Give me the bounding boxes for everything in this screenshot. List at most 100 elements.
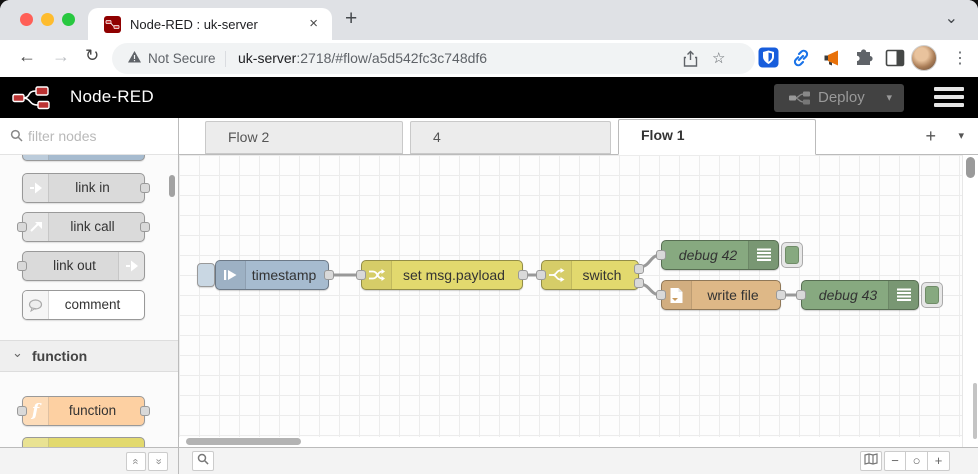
debug-toggle-button[interactable] — [921, 282, 943, 308]
palette-node-link-in[interactable]: link in — [22, 173, 150, 203]
palette-category-function[interactable]: ⌄ function — [0, 340, 178, 372]
flow-tab-4[interactable]: 4 — [410, 121, 611, 154]
profile-avatar[interactable] — [911, 45, 937, 71]
mac-fullscreen-button[interactable] — [62, 13, 75, 26]
browser-menu-icon[interactable]: ⋮ — [952, 50, 968, 67]
inject-button[interactable] — [197, 263, 215, 287]
node-port[interactable] — [356, 270, 366, 280]
flow-tab-label: 4 — [433, 129, 441, 145]
page-scrollbar-thumb[interactable] — [973, 383, 977, 439]
mac-close-button[interactable] — [20, 13, 33, 26]
canvas-vscrollbar[interactable] — [962, 155, 978, 447]
palette-category-label: function — [32, 348, 88, 364]
inject-arrow-icon — [216, 261, 246, 289]
debug-toggle-button[interactable] — [781, 242, 803, 268]
node-port[interactable] — [17, 261, 27, 271]
close-tab-icon[interactable]: × — [309, 15, 318, 32]
palette-node-clipped-top[interactable] — [22, 155, 145, 161]
canvas-hscrollbar[interactable] — [179, 437, 962, 447]
palette-scroll-area[interactable]: link in link call link out — [0, 155, 178, 447]
canvas-search-button[interactable] — [192, 451, 214, 471]
flow-node-debug-43[interactable]: debug 43 — [796, 280, 943, 310]
flow-list-icon[interactable]: ▾ — [958, 130, 964, 142]
deploy-caret-icon[interactable]: ▾ — [886, 92, 892, 104]
palette-search[interactable] — [0, 118, 178, 155]
navigator-map-button[interactable] — [860, 451, 882, 471]
function-f-icon: f — [23, 397, 49, 425]
palette-node-clipped-bottom[interactable] — [22, 437, 145, 447]
warning-triangle-icon — [127, 50, 142, 67]
node-port[interactable] — [140, 222, 150, 232]
node-port[interactable] — [776, 290, 786, 300]
node-port[interactable] — [656, 250, 666, 260]
tabstrip-overflow-icon[interactable]: ⌄ — [944, 10, 958, 27]
link-icon — [23, 213, 49, 241]
bitwarden-extension-icon[interactable] — [758, 47, 780, 69]
canvas-vscrollbar-thumb[interactable] — [966, 157, 975, 178]
palette-node-function[interactable]: f function — [17, 396, 150, 426]
link-icon — [23, 174, 49, 202]
extensions-puzzle-icon[interactable] — [853, 47, 875, 69]
add-flow-icon[interactable]: + — [925, 126, 936, 146]
node-port[interactable] — [634, 278, 644, 288]
canvas-hscrollbar-thumb[interactable] — [186, 438, 301, 445]
deploy-button[interactable]: Deploy ▾ — [774, 84, 904, 112]
flow-node-change[interactable]: set msg.payload — [356, 260, 528, 290]
reload-icon[interactable]: ↻ — [85, 46, 100, 65]
url-omnibox[interactable]: Not Secure uk-server:2718/#flow/a5d542fc… — [112, 43, 755, 74]
bookmark-star-icon[interactable]: ☆ — [712, 50, 726, 67]
flow-node-switch[interactable]: switch — [536, 260, 644, 290]
node-port[interactable] — [518, 270, 528, 280]
palette-node-link-out[interactable]: link out — [17, 251, 145, 281]
node-port[interactable] — [140, 406, 150, 416]
shuffle-icon — [362, 261, 392, 289]
fork-icon — [23, 438, 49, 447]
palette-scrollbar-thumb[interactable] — [169, 175, 175, 197]
flow-tab-2[interactable]: Flow 2 — [205, 121, 403, 154]
flow-node-write-file[interactable]: write file — [656, 280, 786, 310]
flow-node-label: switch — [582, 267, 622, 283]
deploy-icon — [788, 91, 812, 111]
node-port[interactable] — [17, 222, 27, 232]
node-port[interactable] — [140, 183, 150, 193]
not-secure-label[interactable]: Not Secure — [148, 51, 216, 66]
zoom-out-button[interactable]: − — [884, 451, 906, 471]
node-port[interactable] — [634, 264, 644, 274]
flow-tab-label: Flow 1 — [641, 127, 685, 143]
node-red-logo-icon — [12, 84, 62, 116]
flow-node-inject-timestamp[interactable]: timestamp — [197, 260, 334, 290]
sidepanel-icon[interactable] — [884, 47, 906, 69]
file-icon — [662, 281, 692, 309]
back-icon[interactable]: ← — [18, 46, 36, 66]
link-extension-icon[interactable] — [790, 47, 812, 69]
main-menu-icon[interactable] — [934, 87, 964, 108]
palette-node-link-call[interactable]: link call — [17, 212, 150, 242]
zoom-reset-button[interactable]: ○ — [906, 451, 928, 471]
node-port[interactable] — [536, 270, 546, 280]
expand-all-icon[interactable]: » — [148, 452, 168, 471]
collapse-all-icon[interactable]: » — [126, 452, 146, 471]
url-text[interactable]: uk-server:2718/#flow/a5d542fc3c748df6 — [238, 50, 487, 66]
node-port[interactable] — [324, 270, 334, 280]
zoom-in-button[interactable]: + — [928, 451, 950, 471]
node-port[interactable] — [656, 290, 666, 300]
palette-node-comment[interactable]: comment — [22, 290, 145, 320]
palette-node-label: link in — [75, 180, 110, 195]
flow-canvas[interactable]: timestamp set msg.payload switch — [179, 155, 962, 447]
palette-node-label: link out — [53, 258, 96, 273]
browser-tab-title: Node-RED : uk-server — [130, 17, 258, 32]
node-port[interactable] — [796, 290, 806, 300]
flow-node-debug-42[interactable]: debug 42 — [656, 240, 803, 270]
palette-filter-input[interactable] — [28, 124, 168, 148]
node-port[interactable] — [17, 406, 27, 416]
megaphone-extension-icon[interactable] — [821, 47, 843, 69]
browser-tab[interactable]: Node-RED : uk-server × — [88, 8, 332, 40]
share-icon[interactable] — [682, 50, 699, 73]
flow-tab-1-active[interactable]: Flow 1 — [618, 119, 816, 155]
new-tab-button[interactable]: + — [345, 7, 358, 30]
flow-node-label: write file — [707, 287, 759, 303]
palette-node-label: function — [68, 403, 117, 418]
mac-minimize-button[interactable] — [41, 13, 54, 26]
browser-addressbar: ← → ↻ Not Secure uk-server:2718/#flow/a5… — [0, 40, 978, 77]
